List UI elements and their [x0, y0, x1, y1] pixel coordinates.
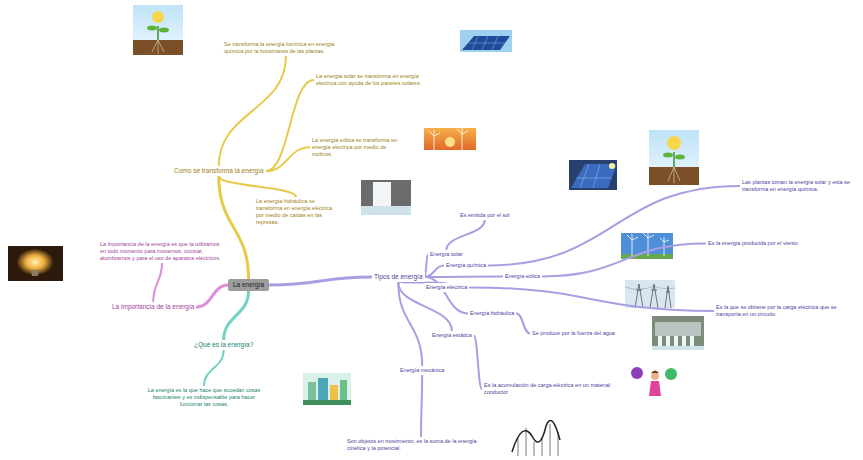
- light-bulb-picture: [8, 246, 63, 281]
- type-label: Energía eléctrica: [424, 283, 469, 292]
- note-text: Es emitida por el sol: [458, 211, 512, 220]
- node-text: Son objetos en movimiento, es la suma de…: [347, 438, 495, 452]
- solar-panel-picture: [460, 30, 512, 52]
- node-text: Energía hidráulica: [470, 310, 514, 317]
- branch-line: [474, 335, 482, 388]
- node-text: La importancia de la energía: [112, 303, 194, 311]
- branch-line: [446, 220, 484, 250]
- power-tower-picture: [625, 280, 675, 308]
- note-text: La energía es la que hace que sucedan co…: [140, 386, 268, 409]
- wind-turbine-picture: [621, 232, 673, 259]
- roller-coaster-picture: [510, 418, 562, 458]
- node-text: La energía: [233, 281, 264, 289]
- branch-line: [266, 80, 314, 171]
- type-label: Energía solar: [428, 250, 465, 259]
- node-text: Es la energía producida por el viento: [708, 240, 798, 247]
- node-text: ¿Qué es la energía?: [194, 341, 253, 349]
- branch-line: [425, 275, 503, 278]
- branch-label: Tipos de energía: [372, 272, 425, 282]
- node-text: Energía solar: [430, 251, 463, 258]
- node-text: Se transforma la energía lumínica en ene…: [224, 41, 348, 55]
- branch-line: [421, 375, 422, 437]
- branch-line: [542, 243, 706, 276]
- node-text: Energía eólica: [505, 273, 540, 280]
- waterfall-picture: [361, 180, 411, 215]
- type-label: Energía estática: [430, 331, 474, 340]
- node-text: La importancia de la energía es que la u…: [100, 241, 224, 262]
- note-text: Es la acumulación de carga eléctrica en …: [482, 381, 632, 397]
- branch-line: [516, 313, 530, 333]
- note-text: La importancia de la energía es que la u…: [98, 240, 226, 263]
- note-text: Es la que se obtiene por la carga eléctr…: [714, 303, 856, 319]
- branch-label: ¿Qué es la energía?: [192, 340, 255, 350]
- note-text: Es la energía producida por el viento: [706, 239, 800, 248]
- plant-picture: [649, 130, 699, 185]
- node-text: Se produce por la fuerza del agua: [532, 330, 615, 337]
- node-text: Las plantas toman la energía solar y est…: [742, 179, 856, 193]
- branch-line: [425, 265, 444, 277]
- branch-line: [153, 263, 162, 302]
- node-text: La energía hidráulica se transforma en e…: [256, 198, 336, 226]
- type-label: Energía hidráulica: [468, 309, 516, 318]
- note-text: La energía eólica se transforma en energ…: [310, 136, 402, 159]
- node-text: Energía química: [446, 262, 486, 269]
- node-text: Energía eléctrica: [426, 284, 467, 291]
- node-text: Tipos de energía: [374, 273, 423, 281]
- node-text: La energía solar se transforma en energí…: [316, 73, 430, 87]
- branch-line: [219, 176, 296, 197]
- note-text: Las plantas toman la energía solar y est…: [740, 178, 858, 194]
- node-text: Es la que se obtiene por la carga eléctr…: [716, 304, 854, 318]
- note-text: La energía hidráulica se transforma en e…: [254, 197, 338, 227]
- branch-line: [469, 287, 714, 310]
- balloons-picture: [629, 362, 681, 396]
- node-text: Es la acumulación de carga eléctrica en …: [484, 382, 630, 396]
- node-text: Como se transforma la energía: [174, 167, 264, 175]
- solar-panel-picture: [569, 160, 617, 190]
- type-label: Energía química: [444, 261, 488, 270]
- branch-line: [269, 277, 372, 285]
- branch-line: [488, 186, 740, 266]
- dam-picture: [652, 316, 704, 350]
- node-text: La energía es la que hace que sucedan co…: [142, 387, 266, 408]
- branch-line: [196, 285, 228, 307]
- node-text: Energía estática: [432, 332, 472, 339]
- plant-picture: [133, 5, 183, 55]
- wind-sunset-picture: [424, 128, 476, 150]
- branch-line: [219, 176, 249, 279]
- city-picture: [303, 373, 351, 405]
- central-topic: La energía: [228, 279, 269, 291]
- branch-line: [398, 282, 422, 366]
- node-text: Es emitida por el sol: [460, 212, 510, 219]
- note-text: La energía solar se transforma en energí…: [314, 72, 432, 88]
- branch-line: [219, 56, 286, 166]
- type-label: Energía eólica: [503, 272, 542, 281]
- node-text: Energía mecánica: [400, 367, 444, 374]
- branch-line: [204, 350, 224, 386]
- note-text: Se transforma la energía lumínica en ene…: [222, 40, 350, 56]
- branch-line: [266, 147, 310, 171]
- note-text: Se produce por la fuerza del agua: [530, 329, 617, 338]
- node-text: La energía eólica se transforma en energ…: [312, 137, 400, 158]
- note-text: Son objetos en movimiento, es la suma de…: [345, 437, 497, 453]
- branch-line: [224, 291, 249, 340]
- branch-label: La importancia de la energía: [110, 302, 196, 312]
- type-label: Energía mecánica: [398, 366, 446, 375]
- branch-label: Como se transforma la energía: [172, 166, 266, 176]
